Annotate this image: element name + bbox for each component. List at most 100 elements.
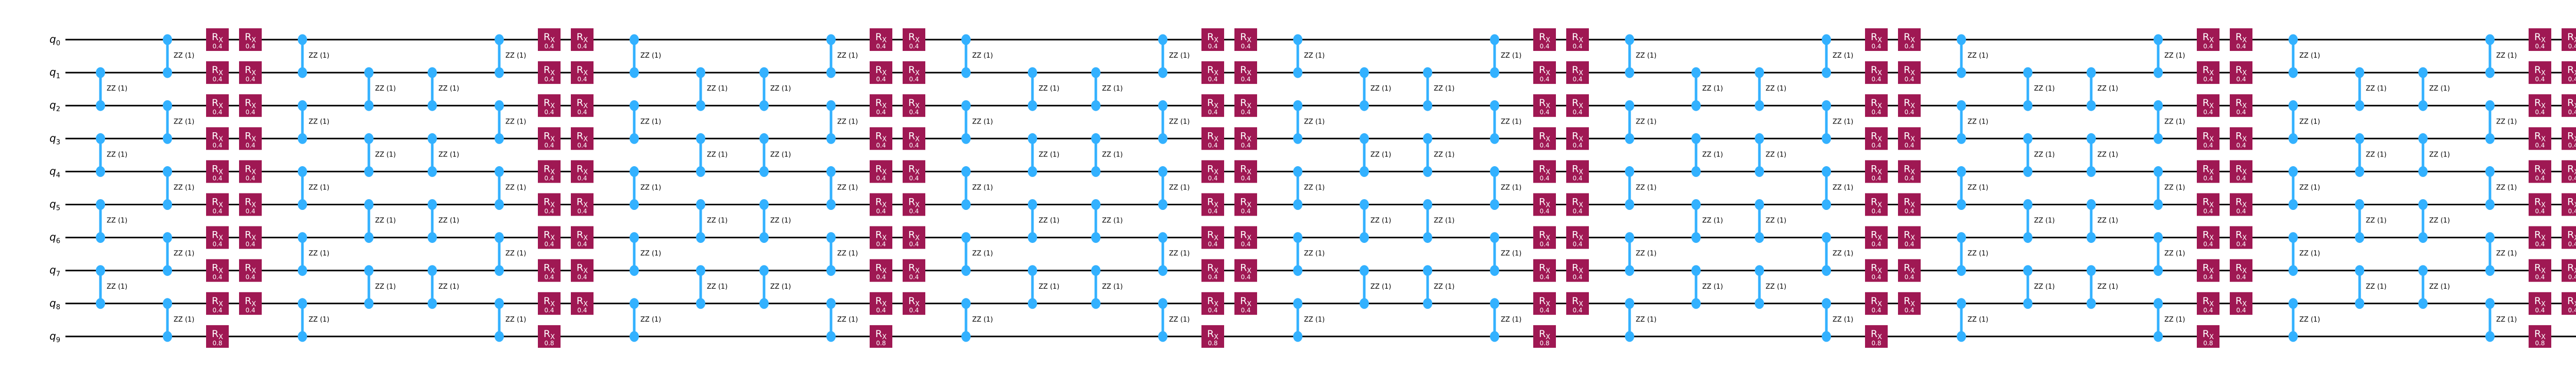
rzz-gate-label: ZZ (1)	[174, 184, 194, 191]
rx-gate-param: 0.4	[1241, 142, 1250, 149]
rzz-control-dot	[2154, 232, 2163, 243]
rzz-control-dot	[1822, 166, 1831, 177]
rzz-gate-label: ZZ (1)	[505, 118, 526, 126]
rzz-control-dot	[1957, 133, 1966, 144]
rzz-control-dot	[1423, 166, 1432, 177]
rzz-control-dot	[428, 298, 437, 309]
rzz-gate-label: ZZ (1)	[1370, 217, 1391, 225]
rzz-gate-label: ZZ (1)	[438, 217, 459, 225]
rx-gate-param: 0.4	[577, 109, 587, 116]
rzz-control-dot	[1158, 166, 1167, 177]
rzz-control-dot	[1293, 100, 1302, 111]
rx-gate-box	[2197, 61, 2219, 84]
rx-gate-box	[1533, 259, 1556, 282]
rzz-control-dot	[428, 133, 437, 144]
rx-gate-box	[870, 193, 892, 216]
rx-gate-param: 0.4	[2203, 76, 2213, 83]
rx-gate-box	[903, 160, 925, 183]
rx-gate-box	[239, 226, 262, 249]
rx-gate-param: 0.4	[1208, 307, 1217, 314]
rzz-control-dot	[2289, 298, 2298, 309]
rzz-control-dot	[1360, 133, 1369, 144]
trotter-step: ZZ (1)ZZ (1)ZZ (1)ZZ (1)ZZ (1)ZZ (1)ZZ (…	[96, 28, 396, 348]
rx-gate-box	[239, 61, 262, 84]
rzz-control-dot	[1691, 100, 1701, 111]
rzz-gate-label: ZZ (1)	[1636, 52, 1656, 60]
rzz-gate-label: ZZ (1)	[2299, 316, 2320, 324]
rzz-gate-label: ZZ (1)	[1434, 85, 1454, 93]
rx-gate-param: 0.4	[1208, 208, 1217, 215]
rx-gate-box	[1533, 193, 1556, 216]
rzz-gate-label: ZZ (1)	[2034, 85, 2055, 93]
rzz-control-dot	[1691, 265, 1701, 276]
rzz-gate-label: ZZ (1)	[1304, 118, 1325, 126]
rzz-control-dot	[1091, 265, 1100, 276]
rzz-control-dot	[495, 166, 504, 177]
rzz-control-dot	[1028, 199, 1037, 210]
rzz-gate-label: ZZ (1)	[1501, 316, 1521, 324]
rzz-control-dot	[163, 298, 172, 309]
rx-gate-box	[1201, 259, 1224, 282]
rx-gate-label: RX	[2567, 295, 2576, 308]
rzz-control-dot	[2154, 67, 2163, 78]
rx-gate-box	[903, 292, 925, 315]
rzz-control-dot	[1490, 133, 1499, 144]
rx-gate-param: 0.4	[909, 43, 919, 50]
rx-gate-param: 0.4	[1539, 174, 1549, 182]
rx-gate-box	[2562, 259, 2576, 282]
rx-gate-param: 0.4	[544, 109, 554, 116]
rx-gate-param: 0.4	[2535, 274, 2545, 281]
rzz-gate-label: ZZ (1)	[1501, 118, 1521, 126]
rzz-control-dot	[2355, 166, 2364, 177]
rzz-control-dot	[2355, 100, 2364, 111]
rzz-control-dot	[96, 232, 105, 243]
rzz-control-dot	[495, 232, 504, 243]
rzz-control-dot	[1490, 100, 1499, 111]
rzz-gate-label: ZZ (1)	[174, 118, 194, 126]
rzz-gate-label: ZZ (1)	[1304, 250, 1325, 258]
rx-gate-box	[1533, 226, 1556, 249]
rx-gate-box	[903, 127, 925, 150]
rzz-control-dot	[2355, 232, 2364, 243]
rzz-control-dot	[2154, 166, 2163, 177]
rzz-gate-label: ZZ (1)	[640, 316, 661, 324]
rzz-control-dot	[1822, 232, 1831, 243]
rzz-gate-label: ZZ (1)	[438, 151, 459, 158]
rx-gate-box	[2562, 292, 2576, 315]
rx-gate-box	[1234, 28, 1257, 51]
rzz-control-dot	[1691, 199, 1701, 210]
rx-gate-param: 0.4	[212, 208, 222, 215]
rzz-control-dot	[298, 331, 307, 342]
rx-gate-param: 0.4	[1539, 109, 1549, 116]
rzz-gate-label: ZZ (1)	[640, 250, 661, 258]
rx-gate-box	[2562, 94, 2576, 117]
rzz-control-dot	[696, 100, 705, 111]
rzz-control-dot	[1158, 34, 1167, 45]
rx-gate-param: 0.4	[212, 142, 222, 149]
rzz-gate-label: ZZ (1)	[2164, 118, 2185, 126]
rx-gate-param: 0.4	[577, 142, 587, 149]
rzz-control-dot	[1091, 232, 1100, 243]
rx-gate-box	[2230, 193, 2252, 216]
rx-gate-param: 0.4	[1539, 307, 1549, 314]
rzz-control-dot	[1822, 34, 1831, 45]
rzz-gate-label: ZZ (1)	[972, 316, 993, 324]
rx-gate-box	[206, 325, 229, 348]
rzz-gate-label: ZZ (1)	[1102, 283, 1123, 291]
rx-gate-box	[1865, 61, 1888, 84]
rzz-gate-label: ZZ (1)	[1501, 250, 1521, 258]
rx-gate-param: 0.4	[2568, 274, 2576, 281]
rzz-control-dot	[630, 133, 639, 144]
rzz-gate-label: ZZ (1)	[309, 316, 329, 324]
rx-gate-box	[870, 28, 892, 51]
rzz-control-dot	[2023, 199, 2032, 210]
rx-gate-param: 0.4	[544, 307, 554, 314]
rx-gate-param: 0.4	[245, 109, 255, 116]
rzz-control-dot	[2154, 133, 2163, 144]
rx-gate-param: 0.4	[909, 76, 919, 83]
rx-gate-box	[870, 259, 892, 282]
rzz-control-dot	[826, 232, 836, 243]
rx-gate-param: 0.4	[1208, 76, 1217, 83]
rx-gate-param: 0.8	[2203, 340, 2213, 347]
